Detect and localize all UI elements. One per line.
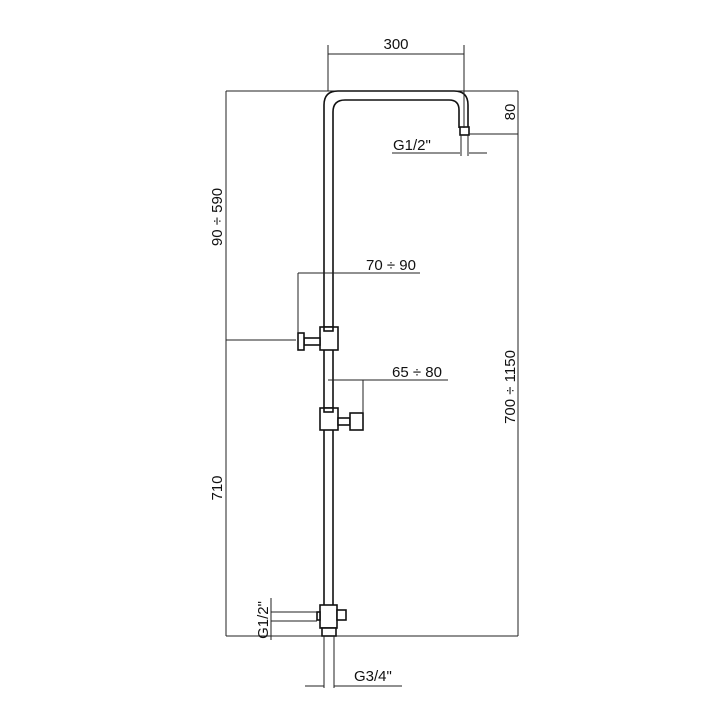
dim-diverter-thread: G1/2" [255, 598, 317, 640]
dim-label-300: 300 [383, 36, 408, 53]
dim-80: 80 [469, 104, 519, 135]
diverter-body [316, 604, 347, 637]
hand-shower-slider [319, 407, 364, 431]
dim-label-80: 80 [502, 104, 519, 121]
upper-bracket [297, 326, 339, 351]
shower-head-connector [459, 126, 470, 136]
dim-label-slider-offset: 65 ÷ 80 [392, 364, 442, 381]
dim-inlet-thread: G3/4" [305, 636, 402, 688]
dim-top-thread: G1/2" [392, 135, 487, 156]
dim-label-total-height: 700 ÷ 1150 [502, 350, 519, 424]
dim-label-bracket-offset: 70 ÷ 90 [366, 257, 416, 274]
dim-label-top-thread: G1/2" [393, 137, 431, 154]
dim-slider-offset: 65 ÷ 80 [328, 364, 448, 413]
dim-label-diverter-thread: G1/2" [255, 601, 272, 639]
dim-label-lower-height: 710 [209, 475, 226, 500]
dim-300: 300 [327, 36, 465, 128]
dim-upper-bracket-offset: 70 ÷ 90 [297, 257, 420, 333]
dimension-frame [225, 90, 519, 637]
dim-label-inlet-thread: G3/4" [354, 668, 392, 685]
dim-label-upper-range: 90 ÷ 590 [209, 188, 226, 246]
shower-column-pipe [323, 90, 470, 628]
